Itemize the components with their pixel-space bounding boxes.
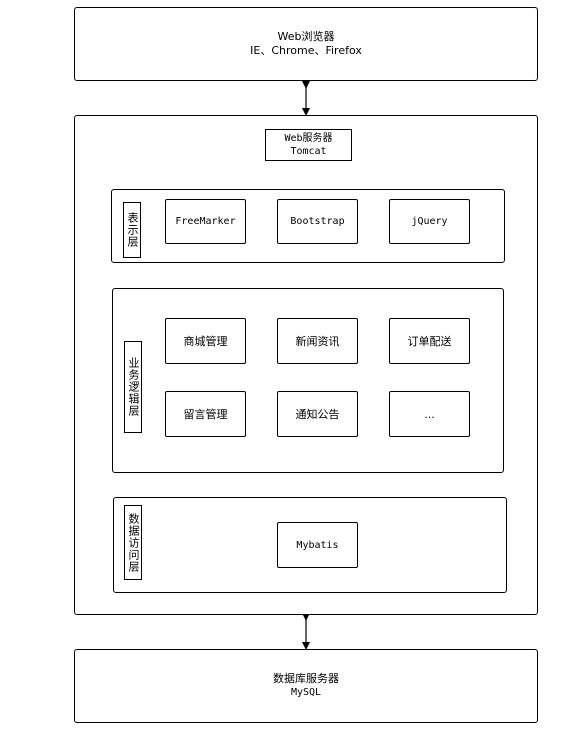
- news-label: 新闻资讯: [295, 335, 340, 348]
- bootstrap-box: Bootstrap: [277, 199, 358, 244]
- mybatis-box: Mybatis: [277, 522, 358, 568]
- jquery-box: jQuery: [389, 199, 470, 244]
- order-delivery-label: 订单配送: [407, 335, 452, 348]
- mall-management-label: 商城管理: [183, 335, 228, 348]
- bootstrap-label: Bootstrap: [290, 216, 345, 227]
- message-management-label: 留言管理: [183, 408, 228, 421]
- freemarker-box: FreeMarker: [165, 199, 246, 244]
- more-box: ...: [389, 391, 470, 437]
- business-layer-box: [112, 288, 504, 473]
- announcement-label: 通知公告: [295, 408, 340, 421]
- mall-management-box: 商城管理: [165, 318, 246, 364]
- web-server-title: Web服务器: [284, 133, 333, 144]
- order-delivery-box: 订单配送: [389, 318, 470, 364]
- data-access-layer-label: 数据访问层: [124, 505, 142, 580]
- database-server-box: 数据库服务器 MySQL: [74, 649, 538, 723]
- business-layer-label: 业务逻辑层: [124, 341, 142, 433]
- mybatis-label: Mybatis: [296, 539, 339, 551]
- web-browser-box: Web浏览器 IE、Chrome、Firefox: [74, 7, 538, 81]
- web-browser-subtitle: IE、Chrome、Firefox: [250, 44, 362, 57]
- news-box: 新闻资讯: [277, 318, 358, 364]
- web-browser-title: Web浏览器: [277, 30, 335, 43]
- web-server-title-box: Web服务器 Tomcat: [265, 129, 352, 161]
- message-management-box: 留言管理: [165, 391, 246, 437]
- database-server-subtitle: MySQL: [290, 687, 322, 698]
- announcement-box: 通知公告: [277, 391, 358, 437]
- freemarker-label: FreeMarker: [175, 216, 236, 227]
- jquery-label: jQuery: [411, 216, 448, 227]
- more-label: ...: [424, 407, 435, 421]
- web-server-subtitle: Tomcat: [290, 146, 327, 157]
- presentation-layer-label: 表示层: [123, 202, 141, 258]
- database-server-title: 数据库服务器: [273, 672, 339, 685]
